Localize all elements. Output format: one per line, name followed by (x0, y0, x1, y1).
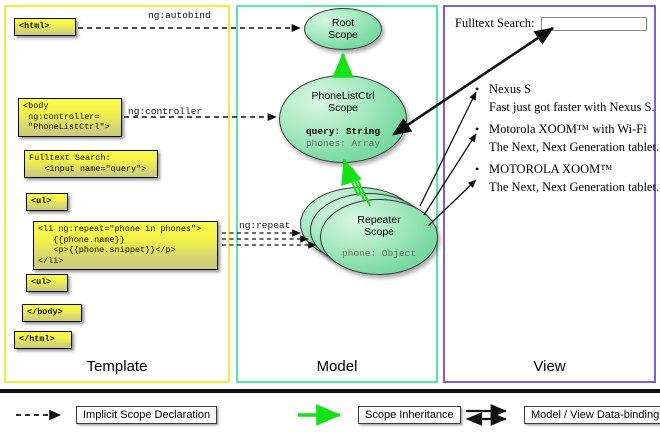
code-box-body-close: </body> (22, 304, 82, 322)
code-box-ul-open: <ul> (26, 193, 68, 211)
scope-repeater-title-2: Scope (364, 226, 394, 238)
legend-divider (0, 389, 660, 393)
legend-item-implicit-scope-declaration: Implicit Scope Declaration (14, 404, 218, 426)
scope-phonelistctrl: PhoneListCtrl Scope query: String phones… (279, 75, 407, 163)
legend-item-model-view-data-binding: Model / View Data-binding (462, 404, 660, 426)
scope-root-title-2: Scope (328, 29, 358, 41)
phone-name: Nexus S (475, 80, 651, 98)
phone-name: MOTOROLA XOOM™ (475, 160, 651, 178)
edge-label-repeat: ng:repeat (239, 220, 291, 231)
column-label-view: View (533, 358, 566, 375)
phone-list: Nexus S Fast just got faster with Nexus … (475, 80, 660, 200)
green-arrow-icon (298, 404, 342, 426)
scope-repeater-title-1: Repeater (357, 214, 401, 226)
legend-label-scope-inheritance: Scope Inheritance (358, 406, 461, 424)
scope-phonelistctrl-title-2: Scope (328, 102, 358, 114)
code-box-search-input: Fulltext Search: <input name="query"> (24, 150, 158, 178)
list-item: Nexus S Fast just got faster with Nexus … (475, 80, 655, 116)
code-box-body-open: <body ng:controller= "PhoneListCtrl"> (18, 98, 122, 137)
code-box-li-repeat: <li ng:repeat="phone in phones"> {{phone… (33, 221, 218, 270)
phone-snippet: The Next, Next Generation tablet. (489, 140, 660, 154)
scope-root: Root Scope (304, 8, 382, 50)
phone-snippet: Fast just got faster with Nexus S. (489, 100, 655, 114)
scope-prop-phones: phones: Array (305, 137, 381, 149)
legend-item-scope-inheritance: Scope Inheritance (296, 404, 461, 426)
double-arrow-icon (465, 404, 507, 426)
phone-snippet: The Next, Next Generation tablet. (489, 180, 660, 194)
fulltext-search-label: Fulltext Search: (455, 16, 535, 30)
fulltext-search-row: Fulltext Search: (455, 16, 647, 31)
code-box-html-close: </html> (14, 331, 72, 349)
legend-label-implicit-scope-declaration: Implicit Scope Declaration (76, 406, 218, 424)
edge-label-controller: ng:controller (128, 106, 203, 117)
phone-name: Motorola XOOM™ with Wi-Fi (475, 120, 651, 138)
scope-phonelistctrl-title-1: PhoneListCtrl (311, 90, 375, 102)
column-label-template: Template (86, 358, 148, 375)
list-item: Motorola XOOM™ with Wi-Fi The Next, Next… (475, 120, 660, 156)
code-box-html-open: <html> (14, 18, 76, 36)
legend: Implicit Scope Declaration Scope Inherit… (0, 399, 660, 435)
scope-root-title-1: Root (331, 17, 355, 29)
view-rendered-output: Fulltext Search: Nexus S Fast just got f… (449, 10, 660, 360)
dashed-arrow-icon (16, 409, 62, 421)
list-item: MOTOROLA XOOM™ The Next, Next Generation… (475, 160, 660, 196)
scope-repeater: Repeater Scope phone: Object (320, 199, 438, 275)
edge-label-autobind: ng:autobind (148, 10, 211, 21)
scope-prop-query: query: String (305, 126, 381, 137)
legend-label-model-view-data-binding: Model / View Data-binding (524, 406, 660, 424)
scope-prop-phone: phone: Object (341, 248, 417, 259)
fulltext-search-input[interactable] (540, 16, 647, 31)
code-box-ul-close: <ul> (26, 274, 68, 292)
column-label-model: Model (316, 358, 358, 375)
